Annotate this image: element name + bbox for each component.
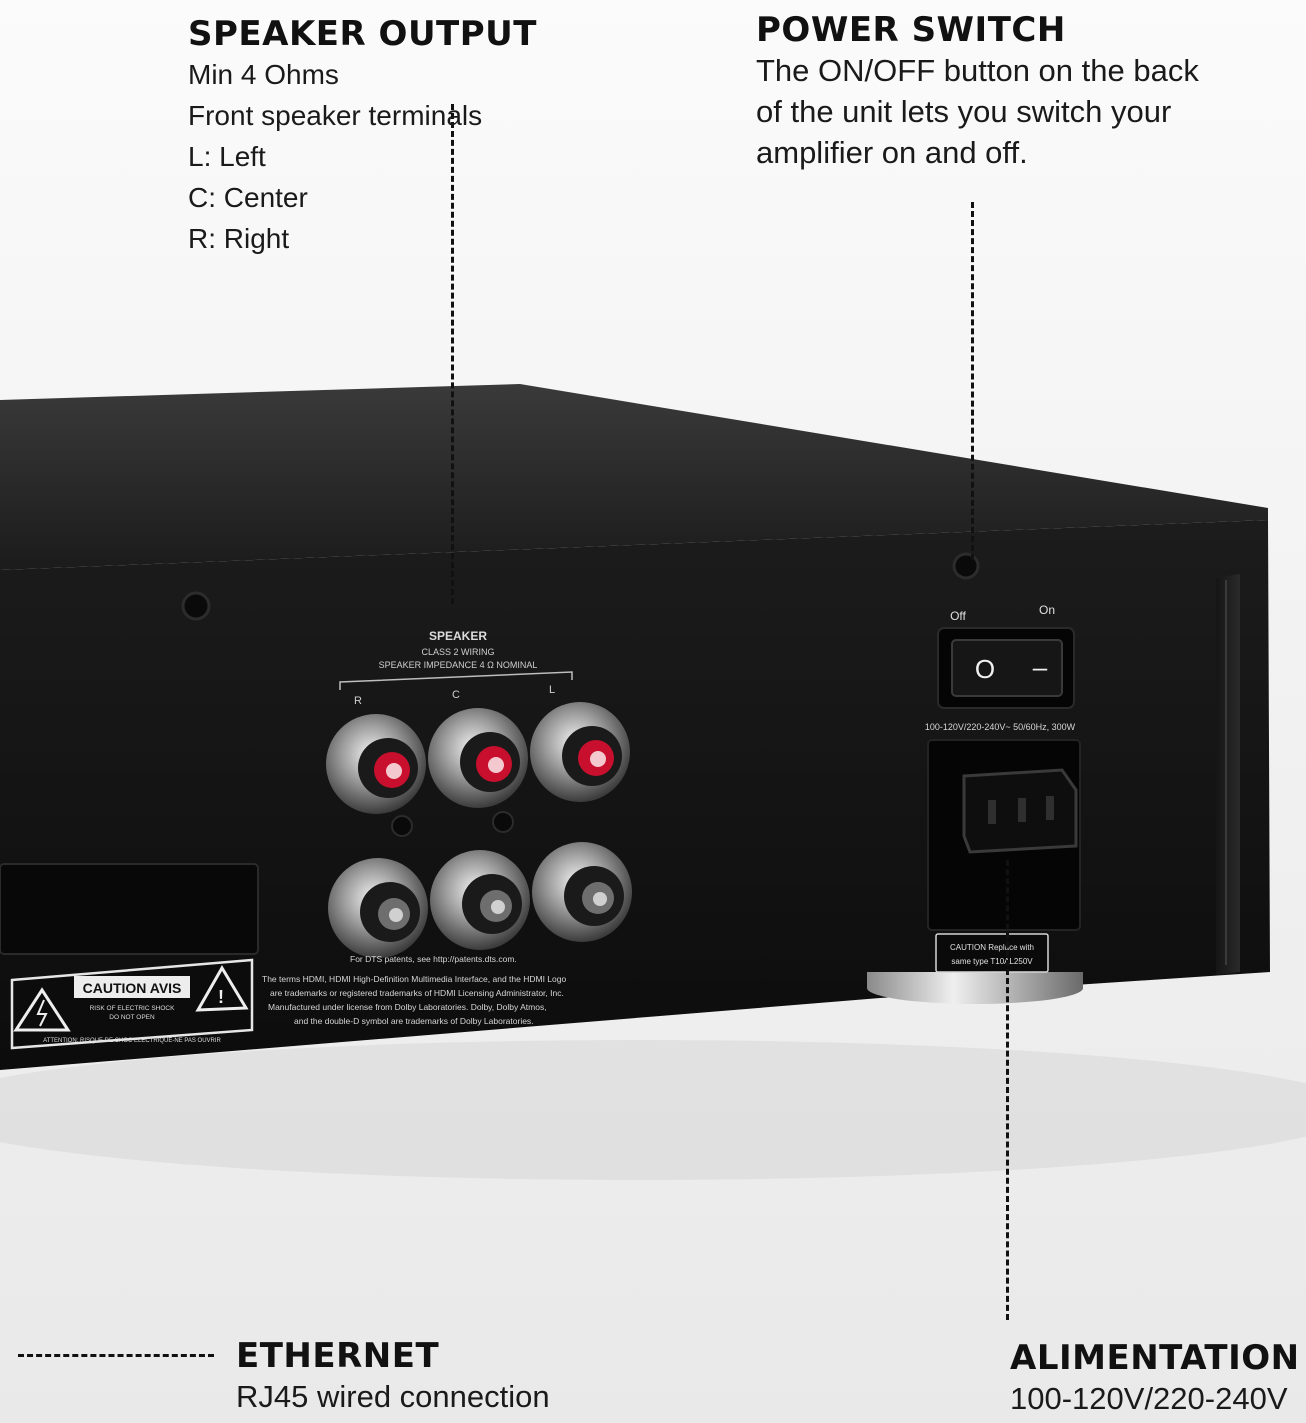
terminal-label-l: L	[549, 684, 555, 696]
speaker-title-label: SPEAKER	[429, 629, 487, 643]
power-switch-line: amplifier on and off.	[756, 135, 1028, 170]
terminal-label-c: C	[452, 689, 460, 701]
switch-off-symbol: O	[975, 654, 995, 684]
alimentation-annotation: ALIMENTATION 100-120V/220-240V	[1010, 1338, 1300, 1419]
chassis-side-edge	[1216, 574, 1240, 975]
terminal-label-r: R	[354, 695, 362, 707]
svg-text:For DTS patents, see http://pa: For DTS patents, see http://patents.dts.…	[350, 954, 517, 964]
speaker-wiring-label: CLASS 2 WIRING	[421, 647, 494, 657]
speaker-output-line: C: Center	[188, 182, 308, 213]
caution-title: CAUTION AVIS	[83, 980, 182, 996]
svg-text:Manufactured under license fro: Manufactured under license from Dolby La…	[268, 1002, 547, 1012]
alimentation-leader-line	[1006, 860, 1009, 1320]
power-rating-label: 100-120V/220-240V~ 50/60Hz, 300W	[925, 722, 1076, 732]
floor-shadow	[0, 1040, 1306, 1180]
ethernet-leader-line	[18, 1354, 214, 1357]
power-switch-annotation: POWER SWITCH The ON/OFF button on the ba…	[756, 10, 1199, 173]
ethernet-port	[0, 863, 259, 955]
svg-text:CAUTION Replace with: CAUTION Replace with	[950, 943, 1034, 952]
speaker-impedance-label: SPEAKER IMPEDANCE 4 Ω NOMINAL	[379, 660, 538, 670]
speaker-output-line: L: Left	[188, 141, 266, 172]
svg-text:same type T10AL250V: same type T10AL250V	[951, 957, 1033, 966]
svg-text:The terms HDMI, HDMI High-Defi: The terms HDMI, HDMI High-Definition Mul…	[262, 974, 566, 984]
speaker-terminal-l-positive	[530, 702, 630, 802]
legal-text-block: For DTS patents, see http://patents.dts.…	[262, 954, 566, 1026]
ethernet-title: ETHERNET	[236, 1336, 440, 1376]
speaker-output-annotation: SPEAKER OUTPUT Min 4 Ohms Front speaker …	[188, 14, 537, 259]
switch-on-label: On	[1039, 603, 1055, 617]
screw	[952, 552, 980, 580]
power-switch-line: The ON/OFF button on the back	[756, 53, 1199, 88]
screw	[181, 591, 211, 621]
ethernet-annotation: ETHERNET RJ45 wired connection	[236, 1336, 550, 1417]
switch-off-label: Off	[950, 609, 966, 623]
electric-warning-icon	[13, 987, 71, 1032]
caution-label: ! CAUTION AVIS RISK OF ELECTRIC SHOCK DO…	[10, 958, 254, 1050]
chassis-top	[0, 384, 1268, 570]
svg-text:RISK OF ELECTRIC SHOCK: RISK OF ELECTRIC SHOCK	[90, 1005, 176, 1012]
svg-text:DO NOT OPEN: DO NOT OPEN	[109, 1014, 155, 1021]
svg-text:ATTENTION: RISQUE DE CHOC ELEC: ATTENTION: RISQUE DE CHOC ELECTRIQUE-NE …	[43, 1038, 221, 1044]
fuse-caution-label: CAUTION Replace with same type T10AL250V	[935, 933, 1049, 973]
svg-text:!: !	[218, 987, 224, 1007]
speaker-terminal-r-positive	[326, 714, 426, 814]
ethernet-line: RJ45 wired connection	[236, 1379, 550, 1414]
speaker-terminal-l-negative	[532, 842, 632, 942]
alimentation-title: ALIMENTATION	[1010, 1338, 1300, 1378]
speaker-output-line: Front speaker terminals	[188, 100, 483, 131]
svg-text:and the double-D symbol are tr: and the double-D symbol are trademarks o…	[294, 1016, 534, 1026]
power-rocker-switch[interactable]	[951, 639, 1063, 697]
warning-icon	[195, 965, 249, 1012]
speaker-terminal-c-positive	[428, 708, 528, 808]
speaker-output-leader-line	[451, 104, 454, 604]
power-inlet	[927, 739, 1081, 931]
svg-text:are trademarks or registered t: are trademarks or registered trademarks …	[270, 988, 564, 998]
speaker-terminal-r-negative	[328, 858, 428, 958]
speaker-output-line: R: Right	[188, 223, 290, 254]
speaker-output-title: SPEAKER OUTPUT	[188, 14, 537, 54]
speaker-terminal-c-negative	[430, 850, 530, 950]
power-switch-line: of the unit lets you switch your	[756, 94, 1172, 129]
power-switch-title: POWER SWITCH	[756, 10, 1066, 50]
switch-on-symbol: –	[1033, 652, 1048, 682]
alimentation-line: 100-120V/220-240V	[1010, 1381, 1288, 1416]
power-switch-leader-line	[971, 202, 974, 560]
speaker-output-line: Min 4 Ohms	[188, 59, 339, 90]
power-switch-panel: Off On O –	[937, 603, 1075, 709]
